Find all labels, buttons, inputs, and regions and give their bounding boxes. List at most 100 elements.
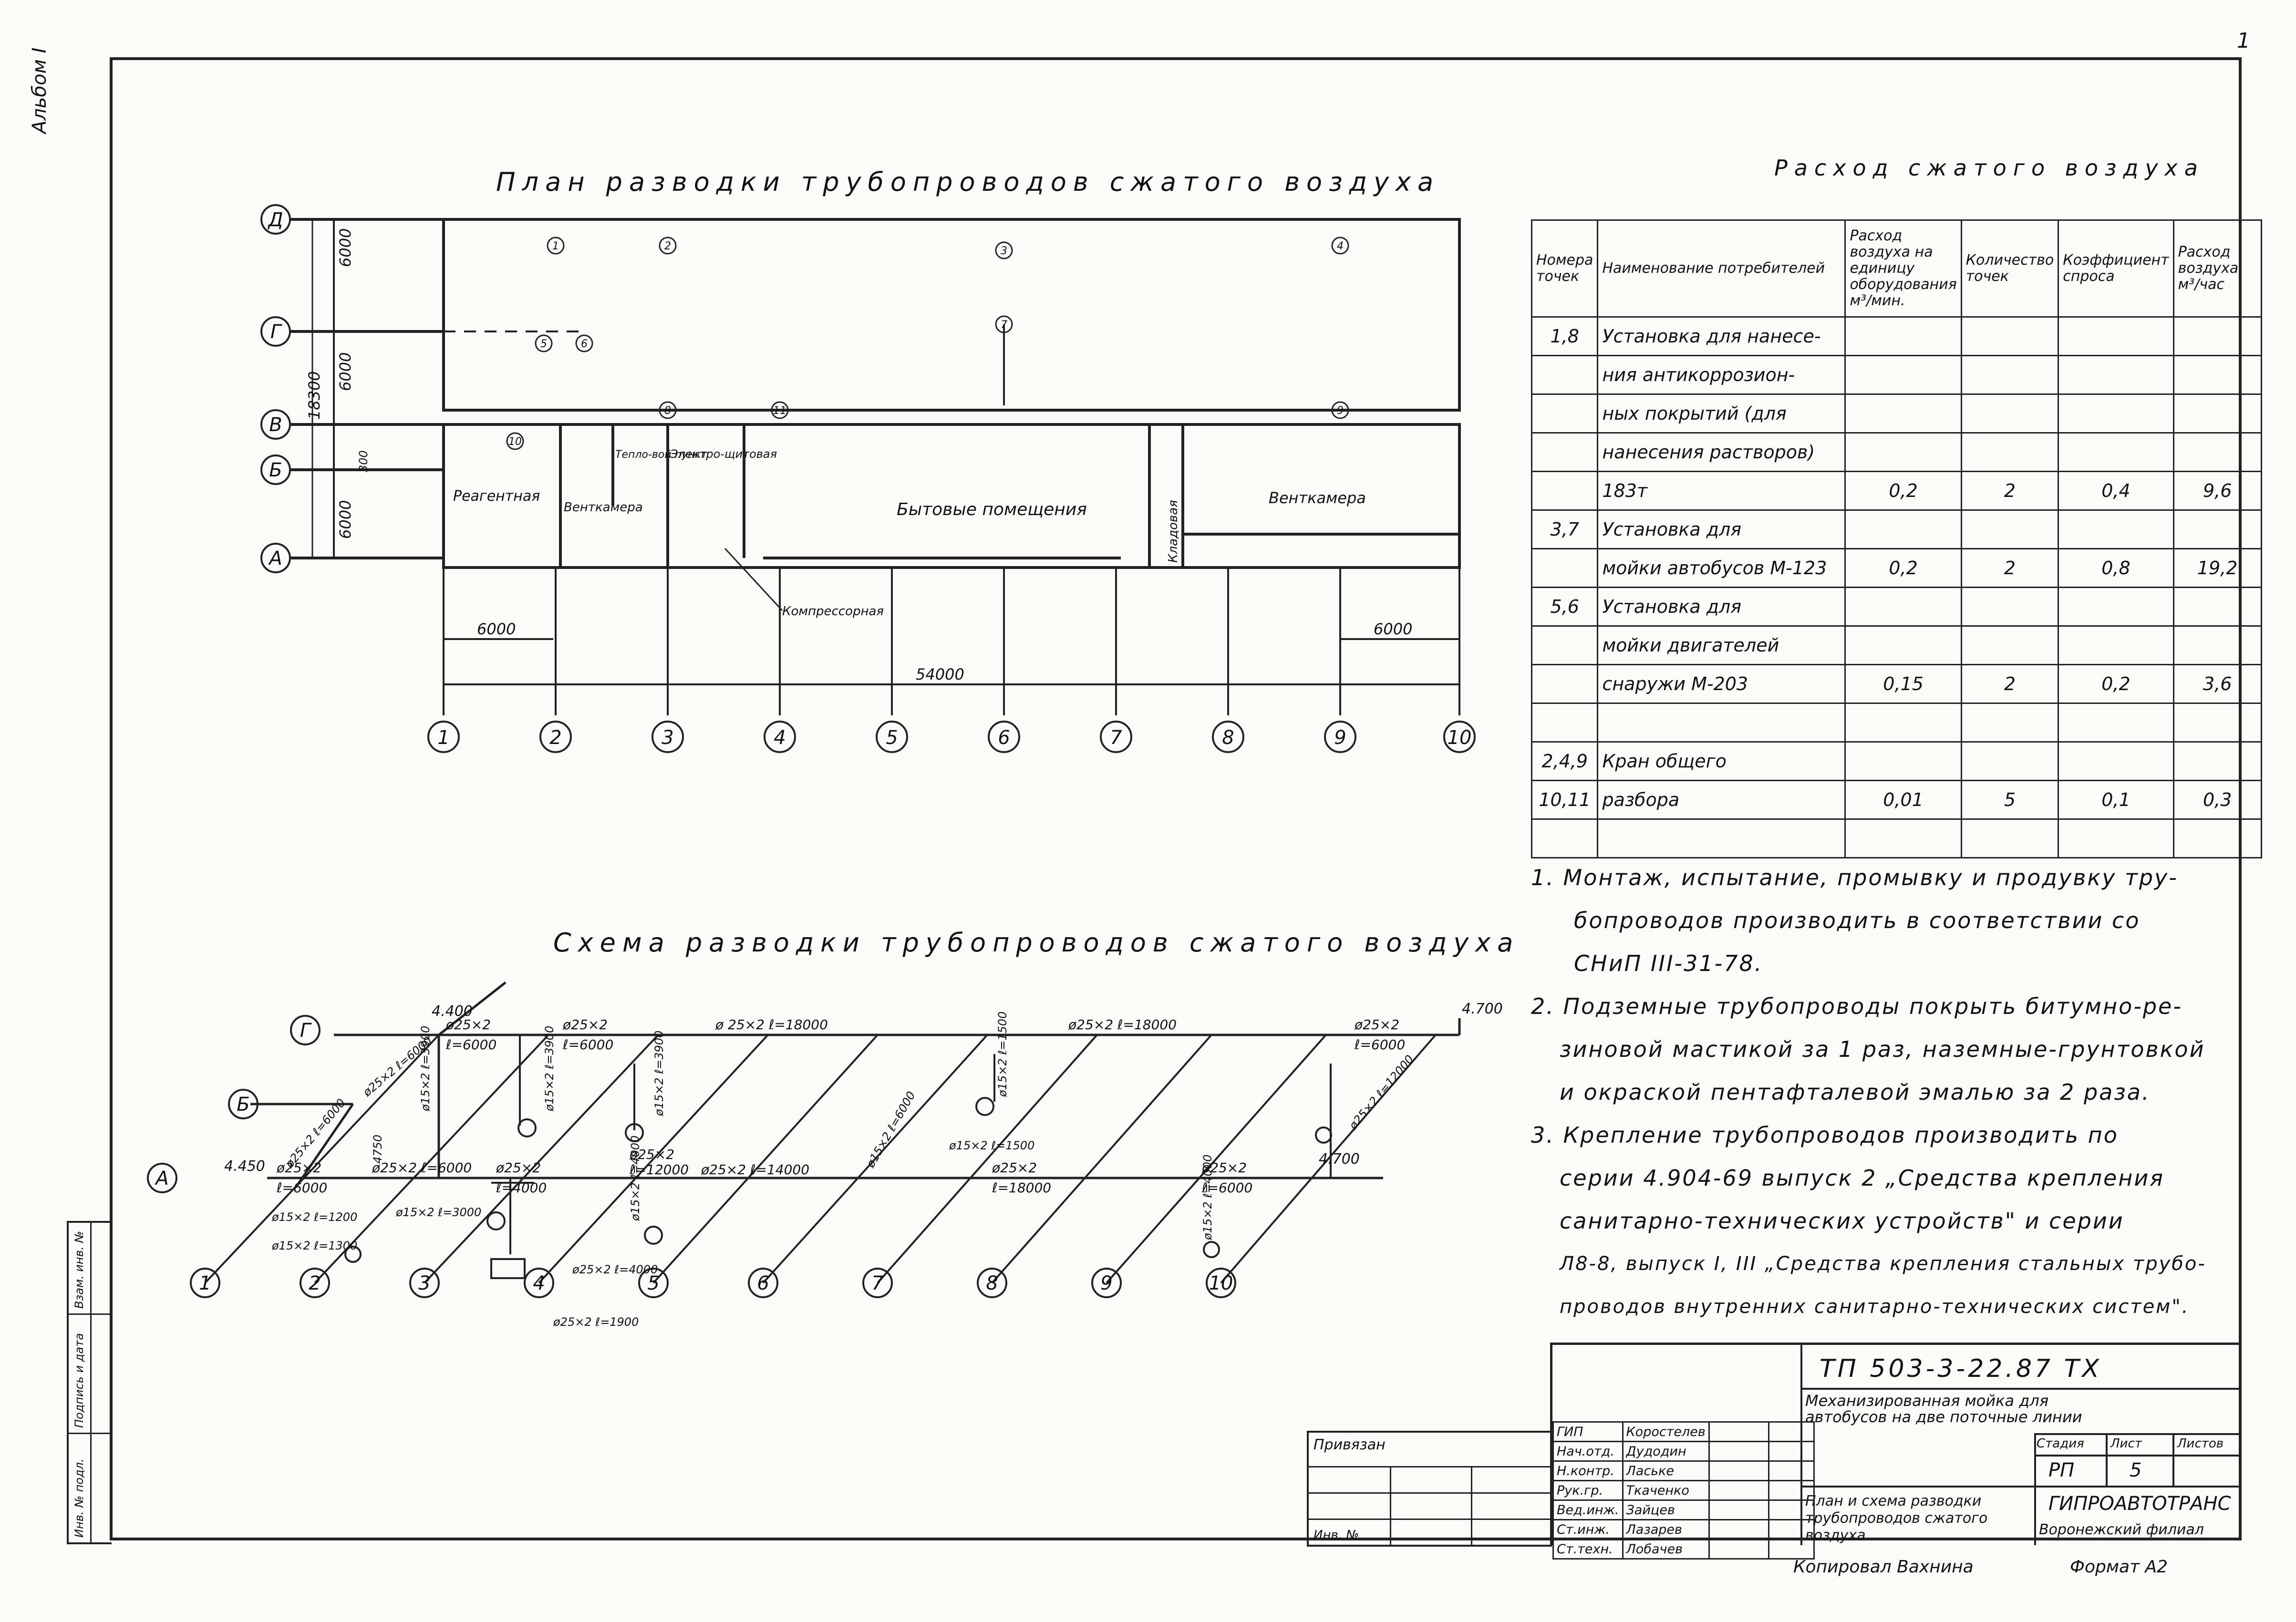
table-cell [2058, 355, 2174, 395]
dim-v-b: 300 [357, 450, 370, 472]
point-label: 10 [508, 436, 522, 448]
scheme-title: Схема разводки трубопроводов сжатого воз… [553, 928, 1520, 958]
table-cell: 0,2 [1844, 471, 1962, 511]
elev-b: 4.450 [224, 1158, 265, 1175]
role-signature [1708, 1519, 1769, 1540]
table-cell [2172, 818, 2262, 858]
dim-d-g: 6000 [336, 228, 354, 267]
scheme-axis-b: Б [237, 1094, 249, 1116]
axis-num-4: 4 [774, 727, 786, 749]
copied-by: Копировал Вахнина [1793, 1557, 1974, 1577]
table-cell [1960, 741, 2059, 781]
table-cell: 0,01 [1844, 780, 1962, 820]
table-cell [1960, 625, 2059, 665]
dim-total-h: 54000 [916, 665, 964, 683]
table-cell [1531, 703, 1599, 743]
notes-block: 1. Монтаж, испытание, промывку и продувк… [1531, 856, 2218, 1328]
table-row: нанесения растворов) [1531, 432, 2262, 472]
role-signature [1708, 1441, 1769, 1462]
branch-label: ø15×2 ℓ=3900 [652, 1031, 666, 1116]
role-row: Н.контр.Лаське [1552, 1460, 1815, 1481]
side-inv: Инв. № подл. [72, 1458, 86, 1538]
branch-label: ø25×2 ℓ=4000 [572, 1263, 658, 1276]
sheets-header: Листов [2177, 1436, 2224, 1451]
table-cell [2172, 432, 2262, 472]
scheme-axis-10: 10 [1209, 1272, 1233, 1294]
table-cell [1531, 355, 1599, 395]
table-cell: 2 [1960, 664, 2059, 704]
point-label: 5 [540, 338, 547, 350]
pipe-label-g: ø25×2 [1354, 1017, 1399, 1033]
role-signature [1708, 1480, 1769, 1501]
table-cell [1531, 664, 1599, 704]
role-row: Ст.техн.Лобачев [1552, 1539, 1815, 1560]
table-cell [2058, 509, 2174, 549]
point-label: 7 [1001, 319, 1007, 331]
role-person: Дудодин [1622, 1441, 1710, 1462]
table-cell [1531, 393, 1599, 434]
col-header: Количество точек [1960, 219, 2059, 318]
role-person: Коростелев [1622, 1421, 1710, 1442]
plan-title: План разводки трубопроводов сжатого возд… [496, 167, 1440, 197]
table-cell [1960, 587, 2059, 627]
table-cell: 0,4 [2058, 471, 2174, 511]
table-cell [1844, 509, 1962, 549]
role-date [1768, 1441, 1815, 1462]
table-cell [2172, 509, 2262, 549]
doc-code: ТП 503-3-22.87 ТХ [1820, 1354, 2102, 1383]
role-row: Нач.отд.Дудодин [1552, 1441, 1815, 1462]
scheme-axis-2: 2 [309, 1272, 321, 1294]
pipe-label-a: ℓ=4000 [496, 1180, 547, 1196]
pipe-label-g: ø25×2 [562, 1017, 608, 1033]
table-cell [1960, 355, 2059, 395]
table-cell: 2 [1960, 471, 2059, 511]
role-date [1768, 1480, 1815, 1501]
table-cell [1844, 703, 1962, 743]
table-cell [2058, 625, 2174, 665]
role-title: Нач.отд. [1552, 1441, 1624, 1462]
table-cell [1597, 818, 1846, 858]
table-row [1531, 818, 2262, 858]
scheme-axis-4: 4 [533, 1272, 545, 1294]
point-label: 4 [1337, 240, 1344, 252]
scheme-axis-a: А [154, 1167, 168, 1189]
role-signature [1708, 1421, 1769, 1442]
table-cell [2172, 355, 2262, 395]
room-bytovye: Бытовые помещения [897, 500, 1087, 519]
table-cell [1844, 316, 1962, 356]
dim-left: 6000 [477, 620, 516, 638]
axis-num-7: 7 [1110, 727, 1122, 749]
axis-num-1: 1 [437, 727, 449, 749]
table-cell: Установка для нанесе- [1597, 316, 1846, 356]
axis-num-3: 3 [662, 727, 673, 749]
branch-label: ø15×2 ℓ=3900 [419, 1026, 432, 1112]
branch-label: ø15×2 ℓ=6000 [863, 1089, 918, 1170]
room-ventkamera-left: Венткамера [564, 500, 643, 515]
pipe-label-a: ℓ=6000 [276, 1180, 327, 1196]
room-teplopunkt: Тепло-вой пункт [615, 449, 708, 461]
table-row: ния антикоррозион- [1531, 355, 2262, 395]
scheme-axis-6: 6 [757, 1272, 769, 1294]
org-branch: Воронежский филиал [2039, 1521, 2204, 1538]
table-cell [1844, 625, 1962, 665]
role-row: Вед.инж.Зайцев [1552, 1499, 1815, 1520]
note-line: санитарно-технических устройств" и серии [1560, 1208, 2124, 1234]
axis-num-8: 8 [1222, 727, 1234, 749]
note-line: 2. Подземные трубопроводы покрыть битумн… [1531, 993, 2182, 1019]
table-cell [1531, 548, 1599, 588]
table-cell: Кран общего [1597, 741, 1846, 781]
branch-label: ø15×2 ℓ=1300 [271, 1239, 357, 1252]
pipe-label-a: ø25×2 [276, 1160, 321, 1176]
table-cell: 0,2 [1844, 548, 1962, 588]
table-cell [1531, 818, 1599, 858]
table-cell [2172, 316, 2262, 356]
table-cell [2172, 741, 2262, 781]
scheme-axis-8: 8 [986, 1272, 998, 1294]
pipe-label-a: ø25×2 [496, 1160, 541, 1176]
scheme-axis-1: 1 [199, 1272, 211, 1294]
role-date [1768, 1519, 1815, 1540]
table-cell: 0,1 [2058, 780, 2174, 820]
